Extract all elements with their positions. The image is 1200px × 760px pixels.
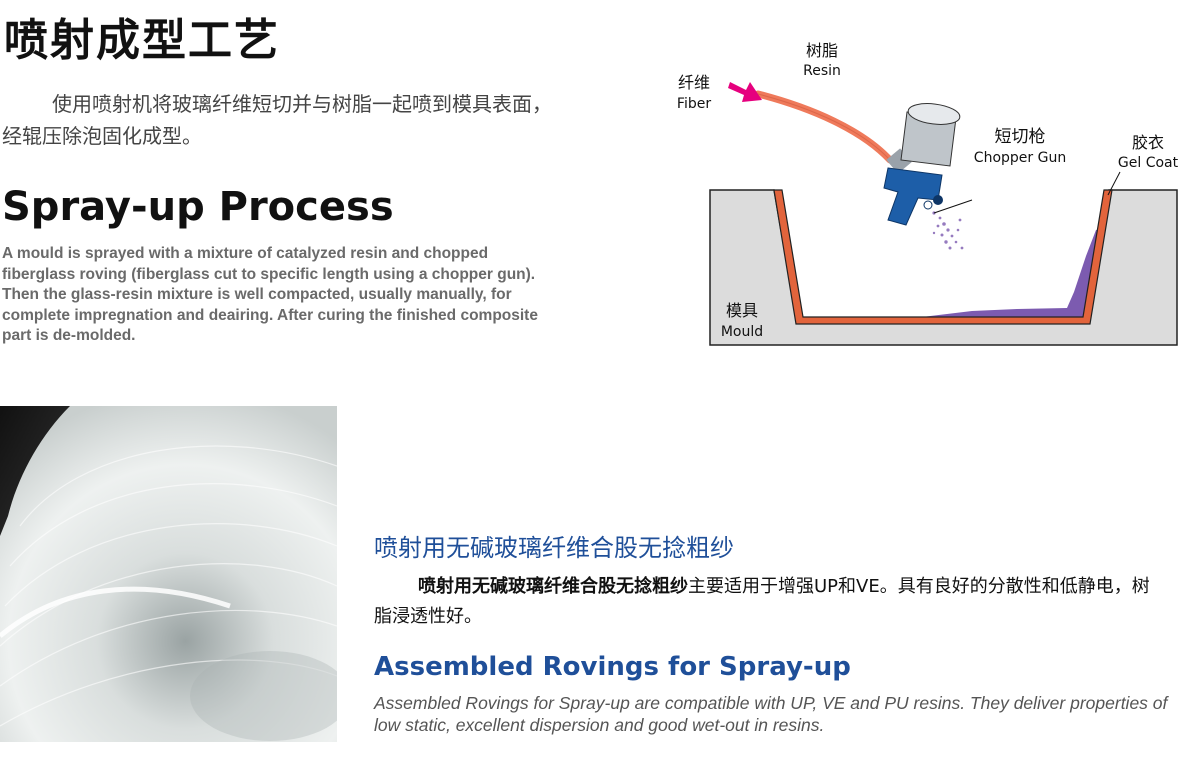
laminate-layer bbox=[922, 228, 1104, 319]
product-title-en: Assembled Rovings for Spray-up bbox=[374, 652, 851, 682]
label-chopper-gun-en: Chopper Gun bbox=[974, 150, 1066, 166]
label-fiber-zh: 纤维 bbox=[678, 73, 710, 92]
label-mould-en: Mould bbox=[721, 324, 763, 340]
gun-body bbox=[883, 167, 943, 226]
label-fiber-en: Fiber bbox=[677, 96, 711, 112]
label-resin-en: Resin bbox=[803, 63, 841, 79]
fiber-arrow bbox=[728, 82, 762, 102]
chopper-gun bbox=[883, 103, 961, 226]
gel-coat-layer bbox=[773, 189, 1113, 325]
page-title-zh: 喷射成型工艺 bbox=[4, 15, 280, 66]
product-description-rest: 主要适用于增强UP和VE。具有良好的分散性和低静电，树脂浸透性好。 bbox=[374, 576, 1150, 627]
process-description-zh: 使用喷射机将玻璃纤维短切并与树脂一起喷到模具表面，经辊压除泡固化成型。 bbox=[2, 92, 552, 148]
spray-up-diagram: 树脂 Resin 纤维 Fiber 短切枪 Chopper Gun 胶衣 Gel… bbox=[677, 41, 1179, 346]
spray-cone bbox=[932, 211, 964, 250]
process-description-en: A mould is sprayed with a mixture of cat… bbox=[2, 245, 538, 344]
product-description-zh: 喷射用无碱玻璃纤维合股无捻粗纱主要适用于增强UP和VE。具有良好的分散性和低静电… bbox=[374, 572, 1164, 632]
label-gel-coat-zh: 胶衣 bbox=[1132, 133, 1164, 152]
label-gel-coat-en: Gel Coat bbox=[1118, 155, 1179, 171]
product-title-zh: 喷射用无碱玻璃纤维合股无捻粗纱 bbox=[374, 534, 734, 562]
label-resin-zh: 树脂 bbox=[806, 41, 838, 60]
product-description-en: Assembled Rovings for Spray-up are compa… bbox=[374, 693, 1168, 735]
label-mould-zh: 模具 bbox=[726, 301, 758, 320]
product-name-bold: 喷射用无碱玻璃纤维合股无捻粗纱 bbox=[418, 576, 688, 597]
roving-photo bbox=[0, 406, 337, 742]
page-title-en: Spray-up Process bbox=[2, 184, 394, 230]
label-chopper-gun-zh: 短切枪 bbox=[995, 127, 1046, 147]
resin-hose bbox=[754, 90, 894, 164]
